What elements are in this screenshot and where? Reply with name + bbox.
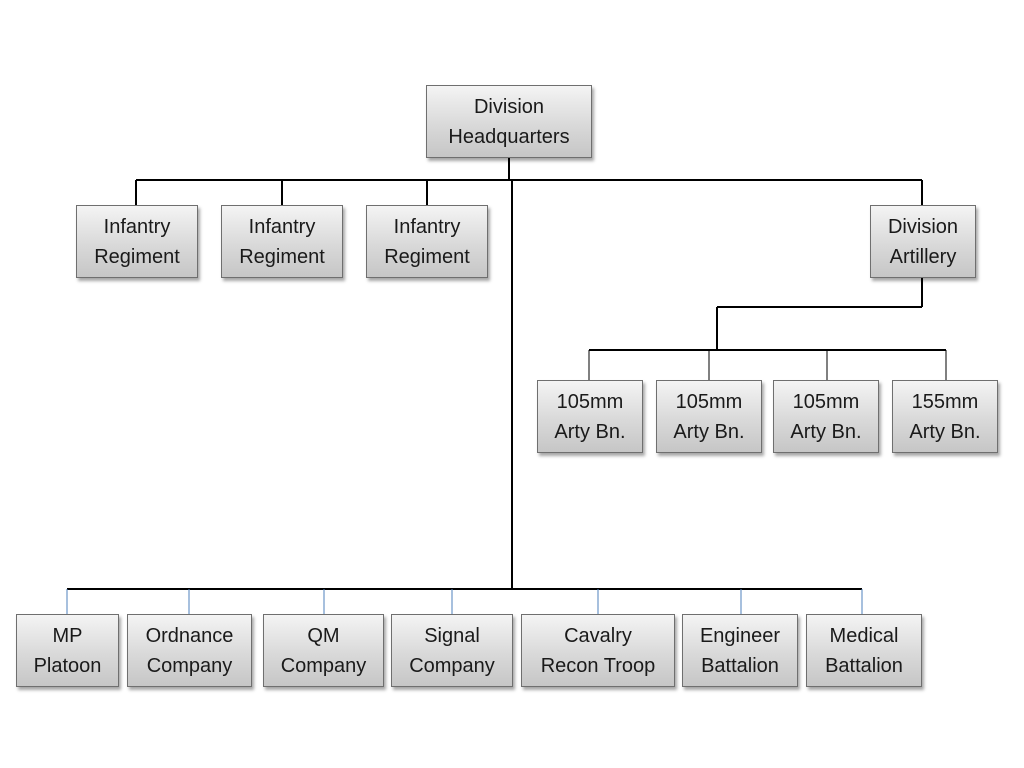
node-engineer-battalion: Engineer Battalion: [682, 614, 798, 687]
node-cavalry-recon-troop: Cavalry Recon Troop: [521, 614, 675, 687]
node-label: 105mm Arty Bn.: [790, 390, 862, 443]
node-105mm-arty-bn-3: 105mm Arty Bn.: [773, 380, 879, 453]
node-label: Division Artillery: [887, 215, 959, 268]
node-155mm-arty-bn: 155mm Arty Bn.: [892, 380, 998, 453]
node-qm-company: QM Company: [263, 614, 384, 687]
node-mp-platoon: MP Platoon: [16, 614, 119, 687]
node-label: Ordnance Company: [145, 624, 234, 677]
node-105mm-arty-bn-2: 105mm Arty Bn.: [656, 380, 762, 453]
node-ordnance-company: Ordnance Company: [127, 614, 252, 687]
node-label: Engineer Battalion: [699, 624, 781, 677]
node-label: QM Company: [280, 624, 367, 677]
node-label: Infantry Regiment: [94, 215, 180, 268]
node-infantry-regiment-2: Infantry Regiment: [221, 205, 343, 278]
node-signal-company: Signal Company: [391, 614, 513, 687]
node-label: MP Platoon: [33, 624, 102, 677]
node-label: Infantry Regiment: [384, 215, 470, 268]
node-105mm-arty-bn-1: 105mm Arty Bn.: [537, 380, 643, 453]
node-label: Division Headquarters: [448, 95, 570, 148]
node-infantry-regiment-3: Infantry Regiment: [366, 205, 488, 278]
node-label: Infantry Regiment: [239, 215, 325, 268]
node-label: 155mm Arty Bn.: [909, 390, 981, 443]
node-division-headquarters: Division Headquarters: [426, 85, 592, 158]
node-label: 105mm Arty Bn.: [673, 390, 745, 443]
node-medical-battalion: Medical Battalion: [806, 614, 922, 687]
node-division-artillery: Division Artillery: [870, 205, 976, 278]
node-label: Medical Battalion: [825, 624, 903, 677]
node-infantry-regiment-1: Infantry Regiment: [76, 205, 198, 278]
node-label: 105mm Arty Bn.: [554, 390, 626, 443]
node-label: Cavalry Recon Troop: [540, 624, 656, 677]
node-label: Signal Company: [409, 624, 495, 677]
